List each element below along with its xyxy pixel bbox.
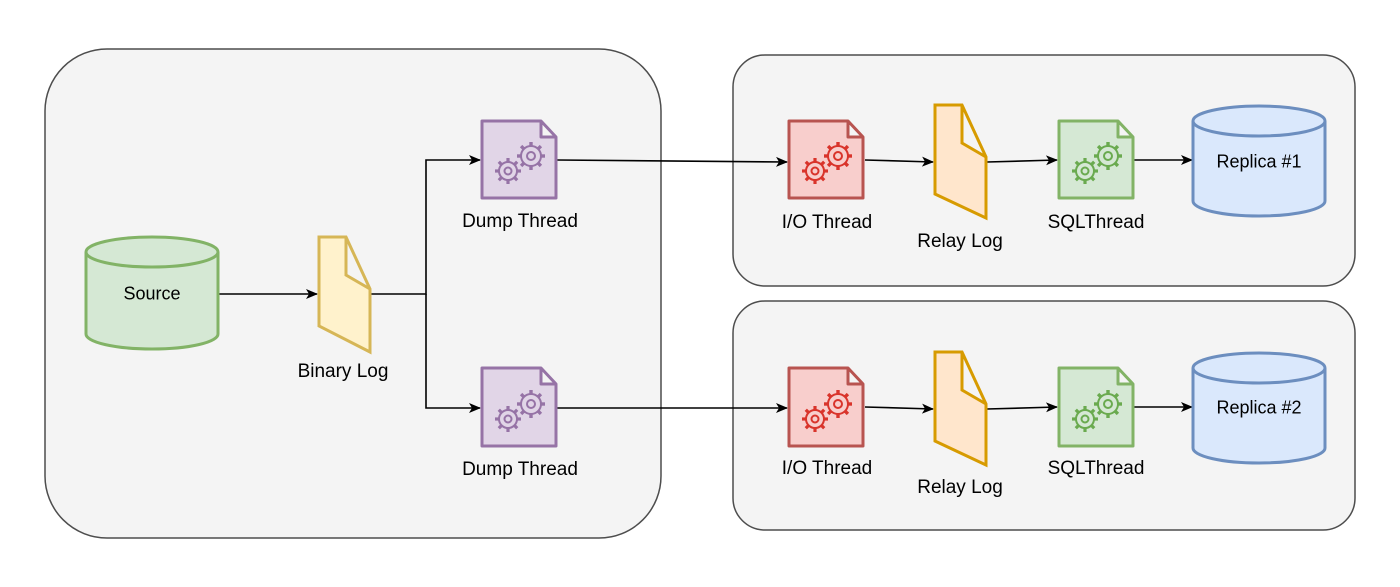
dump-thread-2-label: Dump Thread (462, 459, 578, 480)
arrow-io-thread-1-to-relay-log-1 (864, 156, 934, 167)
arrow-dump-thread-1-to-io-thread-1 (556, 156, 788, 167)
dump-thread-2-gears-document-icon (480, 366, 558, 448)
dump-thread-1-label: Dump Thread (462, 211, 578, 232)
sql-thread-2-gears-document-icon (1057, 366, 1135, 448)
io-thread-1-label: I/O Thread (781, 212, 873, 233)
sql-thread-2-label: SQLThread (1047, 458, 1145, 479)
io-thread-1-gears-document-icon (787, 119, 865, 200)
arrow-relay-log-1-to-sql-thread-1 (986, 155, 1058, 166)
replica-1-database-icon (1191, 104, 1327, 218)
arrow-relay-log-2-to-sql-thread-2 (986, 402, 1058, 413)
replica-1-server-container (732, 54, 1356, 287)
binary-log-label: Binary Log (297, 361, 389, 382)
arrow-io-thread-2-to-relay-log-2 (864, 403, 934, 414)
connectors (218, 155, 1193, 414)
arrow-binary-log-to-dump-thread-2 (425, 294, 481, 413)
io-thread-2-label: I/O Thread (781, 458, 873, 479)
dump-thread-1-gears-document-icon (480, 119, 558, 200)
replica-2-database-icon (1191, 351, 1327, 465)
io-thread-2-gears-document-icon (787, 366, 865, 448)
sql-thread-1-label: SQLThread (1047, 212, 1145, 233)
relay-log-1-document-icon (933, 103, 988, 221)
relay-log-2-document-icon (933, 350, 988, 468)
replica-2-label: Replica #2 (1216, 397, 1302, 418)
source-database-icon (84, 235, 220, 351)
relay-log-1-label: Relay Log (917, 231, 1003, 252)
relay-log-2-label: Relay Log (917, 477, 1003, 498)
sql-thread-1-gears-document-icon (1057, 119, 1135, 200)
arrow-binary-log-to-dump-thread-1 (370, 155, 481, 295)
source-label: Source (123, 283, 181, 304)
replica-1-label: Replica #1 (1216, 151, 1302, 172)
binary-log-document-icon (317, 235, 372, 355)
replica-2-server-container (732, 300, 1356, 531)
